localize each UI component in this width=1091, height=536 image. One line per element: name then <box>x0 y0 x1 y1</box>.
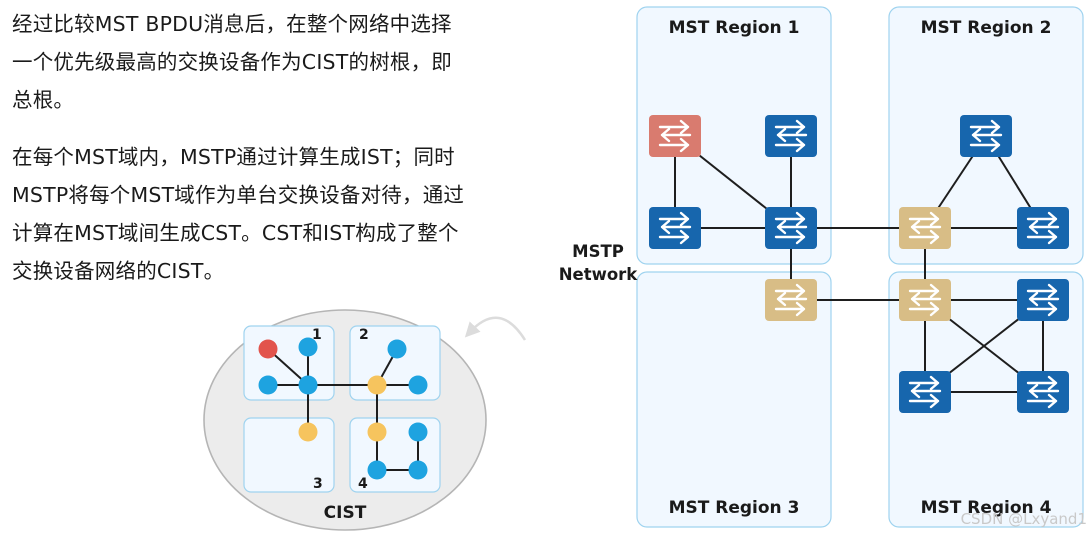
cist-title: CIST <box>324 503 367 523</box>
regular-switch-icon <box>1017 207 1069 249</box>
regular-node <box>298 375 318 395</box>
regular-node <box>408 375 428 395</box>
regular-node <box>258 375 278 395</box>
paragraph-ist-cst: 在每个MST域内，MSTP通过计算生成IST；同时 MSTP将每个MST域作为单… <box>12 138 464 290</box>
text-line: 交换设备网络的CIST。 <box>12 259 225 283</box>
text-line: MSTP将每个MST域作为单台交换设备对待，通过 <box>12 183 465 207</box>
cist-region-1-number: 1 <box>312 327 322 343</box>
mstp-network-label-line2: Network <box>559 265 639 284</box>
boundary-switch-icon <box>765 279 817 321</box>
regular-node <box>298 337 318 357</box>
regular-switch-icon <box>1017 371 1069 413</box>
cist-region-3-number: 3 <box>313 476 323 492</box>
mstp-network-label-line1: MSTP <box>572 242 624 261</box>
regular-node <box>408 460 428 480</box>
region-3-label: MST Region 3 <box>669 498 800 518</box>
watermark: CSDN @Lxyand1 <box>961 510 1087 528</box>
root-switch-icon <box>649 115 701 157</box>
root-node <box>258 339 278 359</box>
region-4-box <box>888 271 1084 528</box>
boundary-node <box>367 375 387 395</box>
regular-switch-icon <box>960 115 1012 157</box>
switches <box>649 115 1069 413</box>
boundary-node <box>298 422 318 442</box>
text-line: 一个优先级最高的交换设备作为CIST的树根，即 <box>12 50 452 74</box>
cist-nodes <box>258 337 428 480</box>
cist-region-2-number: 2 <box>359 327 369 343</box>
region-1-box <box>636 6 832 265</box>
text-line: 经过比较MST BPDU消息后，在整个网络中选择 <box>12 12 452 36</box>
pointer-arrow <box>464 316 527 341</box>
text-line: 总根。 <box>12 88 75 112</box>
regular-switch-icon <box>899 371 951 413</box>
regular-switch-icon <box>649 207 701 249</box>
region-1-label: MST Region 1 <box>669 18 800 38</box>
region-4-label: MST Region 4 <box>921 498 1052 518</box>
boundary-switch-icon <box>899 279 951 321</box>
region-3-box <box>636 271 832 528</box>
regular-node <box>408 422 428 442</box>
paragraph-cist-root: 经过比较MST BPDU消息后，在整个网络中选择 一个优先级最高的交换设备作为C… <box>12 5 452 119</box>
regular-node <box>367 460 387 480</box>
cist-region-4-number: 4 <box>358 476 368 492</box>
cist-diagram: 1 2 3 4 CIST <box>203 309 487 531</box>
regular-switch-icon <box>765 115 817 157</box>
regular-node <box>387 339 407 359</box>
boundary-switch-icon <box>899 207 951 249</box>
boundary-node <box>367 422 387 442</box>
regular-switch-icon <box>1017 279 1069 321</box>
region-2-label: MST Region 2 <box>921 18 1052 38</box>
regular-switch-icon <box>765 207 817 249</box>
text-line: 在每个MST域内，MSTP通过计算生成IST；同时 <box>12 145 455 169</box>
text-line: 计算在MST域间生成CST。CST和IST构成了整个 <box>12 221 459 245</box>
